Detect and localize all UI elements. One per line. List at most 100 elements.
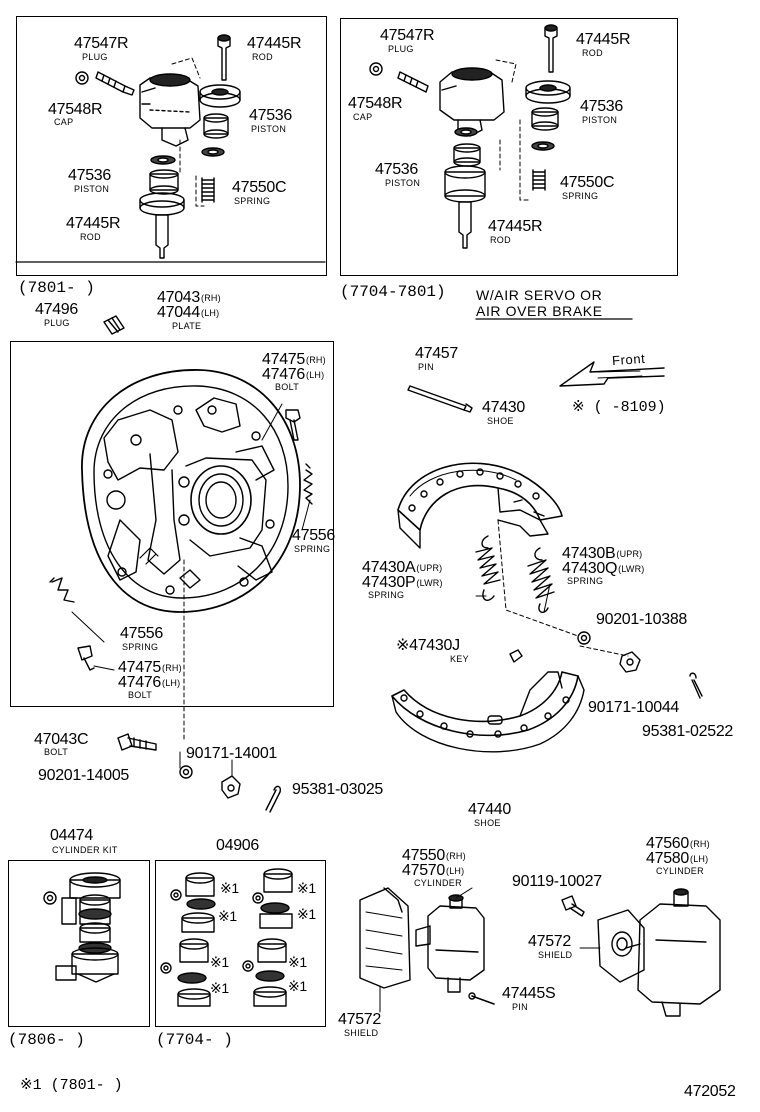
part-number: 95381-03025: [292, 781, 384, 798]
shield-icon: [359, 887, 411, 989]
part-name: PISTON: [74, 184, 110, 194]
part-name: KEY: [450, 654, 469, 664]
part-name: SPRING: [234, 196, 271, 206]
cotter-pin-icon: [689, 672, 703, 699]
part-number: 47457: [415, 345, 458, 362]
rod-icon: [458, 201, 472, 249]
part-number: 47556: [292, 527, 335, 544]
part-name: PLUG: [44, 318, 70, 328]
mark: ※1: [220, 880, 239, 896]
part-number: 47430A(UPR): [362, 559, 443, 576]
piston-icon: [531, 107, 559, 131]
part-number: 47548R: [48, 101, 103, 118]
spring-icon: [303, 463, 313, 505]
mark: ※1: [288, 978, 307, 994]
part-name: SHIELD: [538, 950, 573, 960]
key-icon: [509, 649, 523, 663]
note-line-2: AIR OVER BRAKE: [476, 303, 603, 319]
part-name: SPRING: [562, 191, 599, 201]
part-number: 47556: [120, 625, 163, 642]
part-number: 47445R: [247, 35, 302, 52]
part-number: 47550C: [560, 174, 615, 191]
part-number: 47536: [580, 98, 623, 115]
part-number: 47475(RH): [262, 351, 326, 368]
part-number: 95381-02522: [642, 723, 734, 740]
mark: ※1: [210, 954, 229, 970]
part-number: 47536: [375, 161, 418, 178]
part-number: 47570(LH): [402, 862, 465, 879]
part-number: 47572: [528, 933, 571, 950]
part-number: 47044(LH): [157, 304, 220, 321]
spring-icon: [475, 535, 501, 601]
spring-icon: [49, 577, 75, 603]
part-name: SHOE: [487, 416, 514, 426]
part-name: SPRING: [294, 544, 331, 554]
part-number: 90119-10027: [512, 873, 602, 890]
part-name: CYLINDER: [414, 878, 462, 888]
shield-icon: [597, 909, 645, 983]
mark: ※1: [288, 954, 307, 970]
cap-icon: [369, 62, 383, 76]
repair-kit-icons: [160, 868, 293, 1007]
front-label: Front: [611, 350, 646, 369]
front-arrow-icon: [559, 361, 665, 387]
part-name: SPRING: [122, 642, 159, 652]
box-4-frame: [8, 860, 150, 1027]
part-name: PIN: [418, 362, 434, 372]
ring-icon: [531, 141, 555, 151]
part-name: CAP: [54, 117, 74, 127]
part-number: 47430Q(LWR): [562, 560, 645, 577]
box-5-frame: [155, 860, 326, 1027]
part-number: 47445S: [502, 985, 556, 1002]
part-number: 47430B(UPR): [562, 545, 643, 562]
part-number: 47550C: [232, 179, 287, 196]
plug-icon: [397, 71, 429, 93]
part-name: PISTON: [582, 115, 618, 125]
part-name: PISTON: [251, 124, 287, 134]
pin-icon: [468, 992, 495, 1005]
part-name: SPRING: [368, 590, 405, 600]
ring-icon: [201, 147, 225, 157]
cotter-pin-icon: [265, 785, 282, 813]
plug-icon: [95, 71, 135, 96]
washer-icon: [577, 631, 591, 645]
part-number: 90201-14005: [38, 767, 130, 784]
seal-cup-icon: [199, 84, 241, 108]
plug-icon: [103, 315, 125, 335]
spring-icon: [201, 177, 215, 203]
part-name: CYLINDER KIT: [52, 845, 118, 855]
part-number: 90171-10044: [588, 699, 680, 716]
washer-icon: [179, 765, 193, 779]
part-name: PLATE: [172, 321, 202, 331]
mark: ※1: [218, 908, 237, 924]
part-name: SPRING: [567, 576, 604, 586]
part-name: SHOE: [474, 818, 501, 828]
part-number: 47043(RH): [157, 289, 221, 306]
part-name: PIN: [512, 1002, 528, 1012]
footnote: ※1 (7801- ): [20, 1077, 123, 1094]
mark: ※1: [297, 880, 316, 896]
box2-wheel-cylinder-exploded: [369, 24, 571, 249]
piston-icon: [453, 143, 481, 167]
box-2-range: (7704-7801): [340, 283, 446, 301]
nut-icon: [221, 775, 241, 799]
part-number: 47430P(LWR): [362, 574, 443, 591]
mark-note: ※ ( -8109): [572, 399, 666, 416]
box-2-frame: [340, 18, 678, 276]
piston-icon: [149, 169, 179, 195]
part-name: SHIELD: [344, 1028, 379, 1038]
part-name: PLUG: [388, 44, 414, 54]
bolt-icon: [561, 895, 585, 917]
part-number: 47496: [35, 301, 78, 318]
part-number: 47440: [468, 801, 511, 818]
rod-icon: [217, 34, 231, 81]
ring-icon: [454, 127, 478, 137]
backing-plate-drawing: [81, 369, 301, 741]
part-number: 47547R: [74, 35, 129, 52]
box1-wheel-cylinder-exploded: [15, 34, 326, 263]
wheel-cylinder-icon: [139, 73, 201, 147]
brake-shoe-icon: [397, 462, 563, 549]
part-name: ROD: [490, 235, 511, 245]
wheel-cylinder-icon: [415, 894, 485, 993]
bolt-icon: [77, 645, 95, 671]
